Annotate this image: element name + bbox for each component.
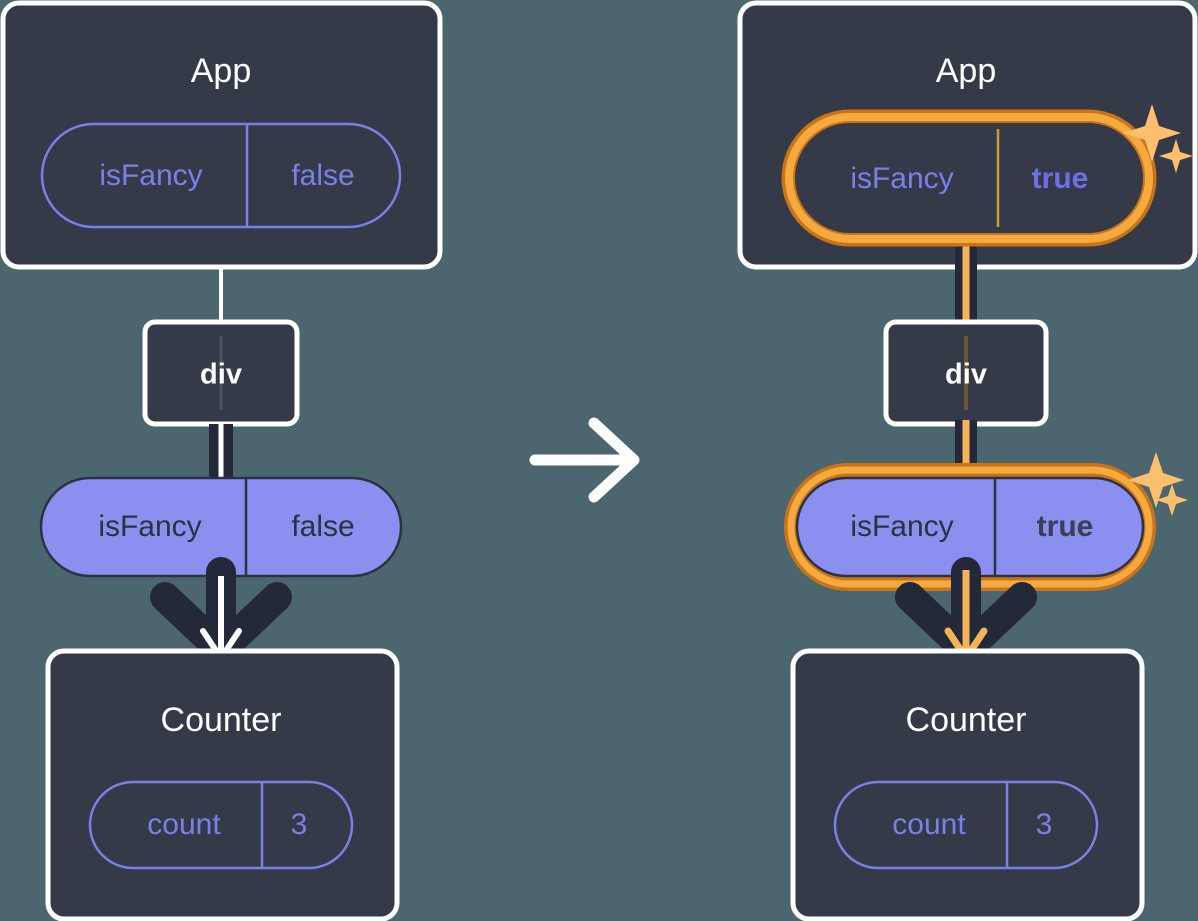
counter-pill-value-before: 3 xyxy=(291,808,308,841)
app-pill-highlight-ring-inner-after xyxy=(785,113,1153,243)
app-pill-before xyxy=(40,122,402,229)
sparkle-icon-prop-after xyxy=(1128,452,1188,516)
counter-pill-key-before: count xyxy=(147,808,221,841)
counter-box-before xyxy=(45,648,400,921)
sparkle-icon-app-after xyxy=(1123,104,1193,173)
app-pill-key-before: isFancy xyxy=(99,159,202,192)
div-label-after: div xyxy=(945,359,987,391)
flow-arrow-after xyxy=(895,557,1037,675)
counter-box-after xyxy=(790,648,1145,921)
prop-pill-value-before: false xyxy=(291,510,354,543)
prop-pill-key-before: isFancy xyxy=(98,510,201,543)
counter-pill-after xyxy=(833,780,1099,870)
app-pill-value-after: true xyxy=(1032,162,1089,195)
app-box-before xyxy=(0,0,443,270)
counter-pill-before xyxy=(88,780,354,870)
app-pill-key-after: isFancy xyxy=(850,162,953,195)
right-arrow-icon xyxy=(529,417,640,503)
counter-title-after: Counter xyxy=(906,701,1027,739)
counter-title-before: Counter xyxy=(161,701,282,739)
prop-pill-key-after: isFancy xyxy=(850,510,953,543)
counter-pill-value-after: 3 xyxy=(1036,808,1053,841)
prop-pill-value-after: true xyxy=(1037,510,1094,543)
app-pill-value-before: false xyxy=(291,159,354,192)
app-title-after: App xyxy=(936,52,997,90)
app-title-before: App xyxy=(191,52,252,90)
counter-pill-key-after: count xyxy=(892,808,966,841)
app-pill-highlight-fill-after xyxy=(795,123,1143,233)
div-label-before: div xyxy=(200,359,242,391)
